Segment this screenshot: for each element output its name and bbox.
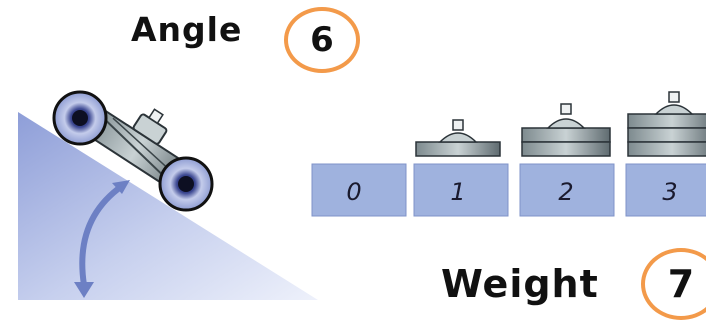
weight-level-1: 1 [450, 178, 465, 206]
weight-stack-3 [627, 91, 706, 157]
weight-badge-number: 7 [667, 262, 695, 306]
angle-label: Angle [131, 10, 243, 49]
weight-stack-1 [415, 119, 501, 157]
angle-badge: 6 [284, 7, 360, 73]
weight-platform-2: 2 [519, 163, 615, 217]
ramp [18, 112, 318, 300]
weight-platform-0: 0 [311, 163, 407, 217]
angle-arrow [79, 183, 125, 288]
weight-badge: 7 [641, 248, 706, 320]
angle-badge-number: 6 [310, 20, 334, 60]
weight-level-3: 3 [662, 178, 677, 206]
weight-label: Weight [441, 262, 599, 306]
weight-platform-3: 3 [625, 163, 706, 217]
angle-arrow-head-bottom [74, 282, 94, 298]
weight-stack-2 [521, 103, 611, 157]
angle-arrow-head-top [112, 180, 130, 194]
weight-level-0: 0 [346, 178, 361, 206]
robot-car [52, 90, 214, 212]
weight-platform-1: 1 [413, 163, 509, 217]
weight-level-2: 2 [558, 178, 573, 206]
